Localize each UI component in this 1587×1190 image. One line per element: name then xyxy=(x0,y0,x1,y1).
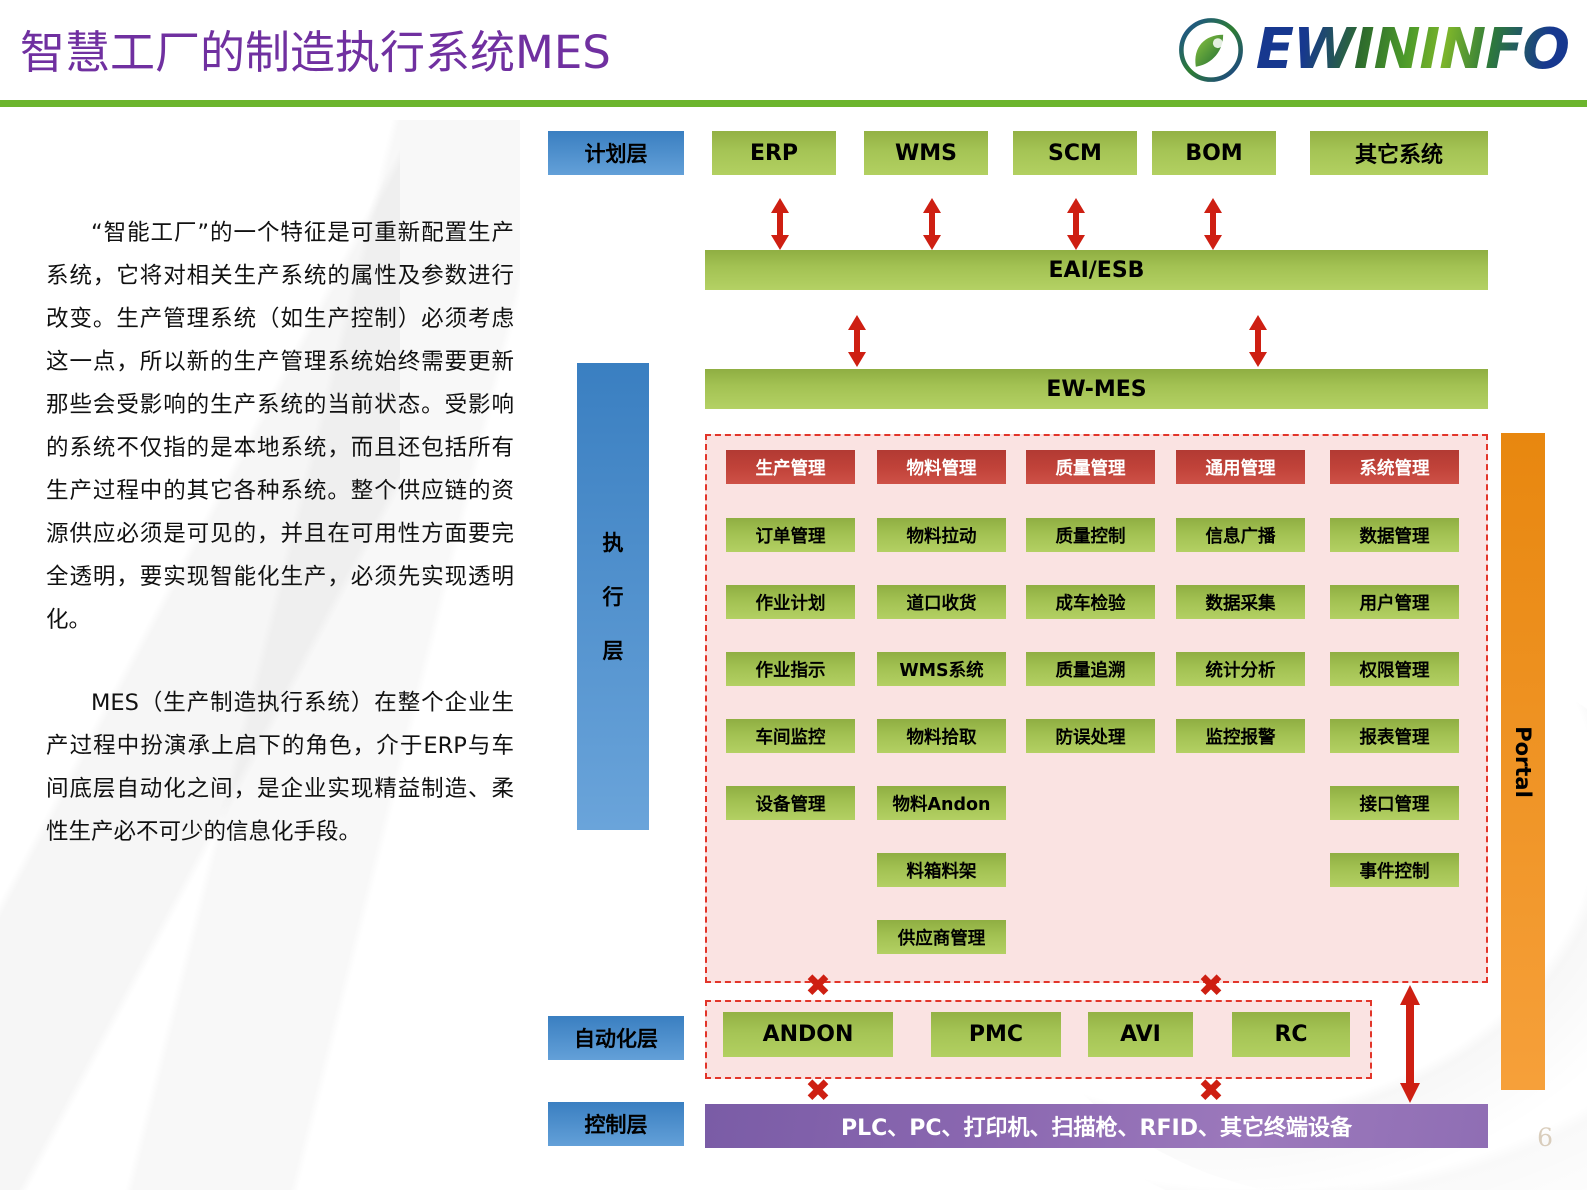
header-divider xyxy=(0,100,1587,107)
double-arrow-scm-icon xyxy=(1067,198,1085,250)
x-mark-lower-right-icon: ✖ xyxy=(1198,1073,1224,1109)
mes-column-header-quality[interactable]: 质量管理 xyxy=(1026,450,1155,484)
page-number: 6 xyxy=(1537,1123,1553,1152)
mes-column-header-material[interactable]: 物料管理 xyxy=(877,450,1006,484)
company-logo: EWININFO xyxy=(1172,12,1570,88)
layer-label-execution: 执 行 层 xyxy=(577,363,649,830)
exec-char-2: 行 xyxy=(602,584,624,609)
layer-label-control: 控制层 xyxy=(548,1102,684,1146)
mes-item-interface-management[interactable]: 接口管理 xyxy=(1330,786,1459,820)
mes-item-quality-control[interactable]: 质量控制 xyxy=(1026,518,1155,552)
double-arrow-bom-icon xyxy=(1204,198,1222,250)
mes-item-material-pull[interactable]: 物料拉动 xyxy=(877,518,1006,552)
paragraph-2: MES（生产制造执行系统）在整个企业生产过程中扮演承上启下的角色，介于ERP与车… xyxy=(46,690,514,845)
automation-system-avi[interactable]: AVI xyxy=(1088,1012,1193,1057)
page-title: 智慧工厂的制造执行系统MES xyxy=(20,26,611,79)
plan-system-erp[interactable]: ERP xyxy=(712,131,836,175)
mes-item-bin-rack[interactable]: 料箱料架 xyxy=(877,853,1006,887)
mes-item-material-picking[interactable]: 物料拾取 xyxy=(877,719,1006,753)
double-arrow-mes-control-icon xyxy=(1400,985,1420,1103)
mes-item-job-instruction[interactable]: 作业指示 xyxy=(726,652,855,686)
paragraph-1: “智能工厂”的一个特征是可重新配置生产系统，它将对相关生产系统的属性及参数进行改… xyxy=(46,220,514,633)
double-arrow-esb-mes-right-icon xyxy=(1249,315,1267,367)
mes-item-supplier-management[interactable]: 供应商管理 xyxy=(877,920,1006,954)
mes-item-material-andon[interactable]: 物料Andon xyxy=(877,786,1006,820)
double-arrow-erp-icon xyxy=(771,198,789,250)
mes-item-dock-receiving[interactable]: 道口收货 xyxy=(877,585,1006,619)
mes-column-header-system[interactable]: 系统管理 xyxy=(1330,450,1459,484)
logo-wordmark: EWININFO xyxy=(1255,17,1570,82)
mes-item-event-control[interactable]: 事件控制 xyxy=(1330,853,1459,887)
mes-item-monitoring-alarm[interactable]: 监控报警 xyxy=(1176,719,1305,753)
automation-system-rc[interactable]: RC xyxy=(1232,1012,1350,1057)
mes-item-error-proofing[interactable]: 防误处理 xyxy=(1026,719,1155,753)
x-mark-lower-left-icon: ✖ xyxy=(805,1073,831,1109)
slide-header: 智慧工厂的制造执行系统MES E xyxy=(0,0,1587,107)
portal-bar[interactable]: Portal xyxy=(1501,433,1545,1090)
integration-bar-eai-esb[interactable]: EAI/ESB xyxy=(705,250,1488,290)
mes-modules-region xyxy=(705,434,1488,983)
mes-item-equipment-management[interactable]: 设备管理 xyxy=(726,786,855,820)
layer-label-automation: 自动化层 xyxy=(548,1016,684,1060)
mes-item-job-plan[interactable]: 作业计划 xyxy=(726,585,855,619)
description-text-block: “智能工厂”的一个特征是可重新配置生产系统，它将对相关生产系统的属性及参数进行改… xyxy=(46,212,514,854)
mes-item-order-management[interactable]: 订单管理 xyxy=(726,518,855,552)
plan-system-other[interactable]: 其它系统 xyxy=(1310,131,1488,175)
exec-char-3: 层 xyxy=(602,638,624,663)
control-devices-bar[interactable]: PLC、PC、打印机、扫描枪、RFID、其它终端设备 xyxy=(705,1104,1488,1148)
mes-bar-ew-mes[interactable]: EW-MES xyxy=(705,369,1488,409)
automation-system-pmc[interactable]: PMC xyxy=(931,1012,1061,1057)
plan-system-wms[interactable]: WMS xyxy=(864,131,988,175)
mes-column-header-general[interactable]: 通用管理 xyxy=(1176,450,1305,484)
mes-item-user-management[interactable]: 用户管理 xyxy=(1330,585,1459,619)
exec-char-1: 执 xyxy=(602,530,624,555)
mes-item-report-management[interactable]: 报表管理 xyxy=(1330,719,1459,753)
mes-item-vehicle-inspection[interactable]: 成车检验 xyxy=(1026,585,1155,619)
mes-column-header-production[interactable]: 生产管理 xyxy=(726,450,855,484)
x-mark-upper-right-icon: ✖ xyxy=(1198,968,1224,1004)
plan-system-bom[interactable]: BOM xyxy=(1152,131,1276,175)
portal-label: Portal xyxy=(1511,725,1535,798)
mes-item-data-collection[interactable]: 数据采集 xyxy=(1176,585,1305,619)
mes-item-workshop-monitoring[interactable]: 车间监控 xyxy=(726,719,855,753)
ewininfo-mark-icon xyxy=(1178,18,1243,82)
mes-item-statistical-analysis[interactable]: 统计分析 xyxy=(1176,652,1305,686)
automation-system-andon[interactable]: ANDON xyxy=(723,1012,893,1057)
mes-item-quality-traceability[interactable]: 质量追溯 xyxy=(1026,652,1155,686)
mes-item-wms-system[interactable]: WMS系统 xyxy=(877,652,1006,686)
double-arrow-esb-mes-left-icon xyxy=(848,315,866,367)
x-mark-upper-left-icon: ✖ xyxy=(805,968,831,1004)
mes-item-permission-management[interactable]: 权限管理 xyxy=(1330,652,1459,686)
mes-item-info-broadcast[interactable]: 信息广播 xyxy=(1176,518,1305,552)
plan-system-scm[interactable]: SCM xyxy=(1013,131,1137,175)
mes-item-data-management[interactable]: 数据管理 xyxy=(1330,518,1459,552)
layer-label-plan: 计划层 xyxy=(548,131,684,175)
double-arrow-wms-icon xyxy=(923,198,941,250)
